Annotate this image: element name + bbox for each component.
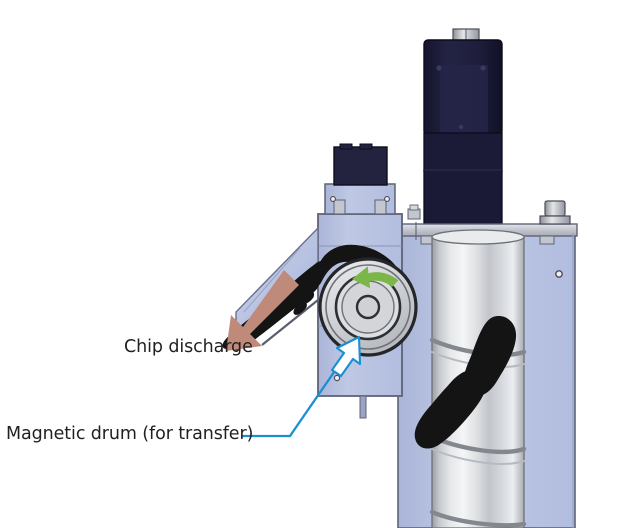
chip-mass-cylinder (414, 316, 517, 449)
label-chip-discharge: Chip discharge (124, 337, 253, 357)
upper-block (333, 143, 388, 186)
rotation-arrow (352, 266, 399, 289)
motor-tower (423, 28, 503, 226)
bracket-side-bolt (407, 204, 421, 220)
magnetic-drum-leader (240, 335, 362, 438)
cylinder (431, 229, 525, 528)
panel-screw-hole (555, 270, 563, 278)
chip-discharge-arrow (226, 270, 299, 351)
label-magnetic-drum: Magnetic drum (for transfer) (6, 424, 254, 444)
upper-bracket (324, 183, 396, 215)
panel-fitting (539, 200, 571, 225)
